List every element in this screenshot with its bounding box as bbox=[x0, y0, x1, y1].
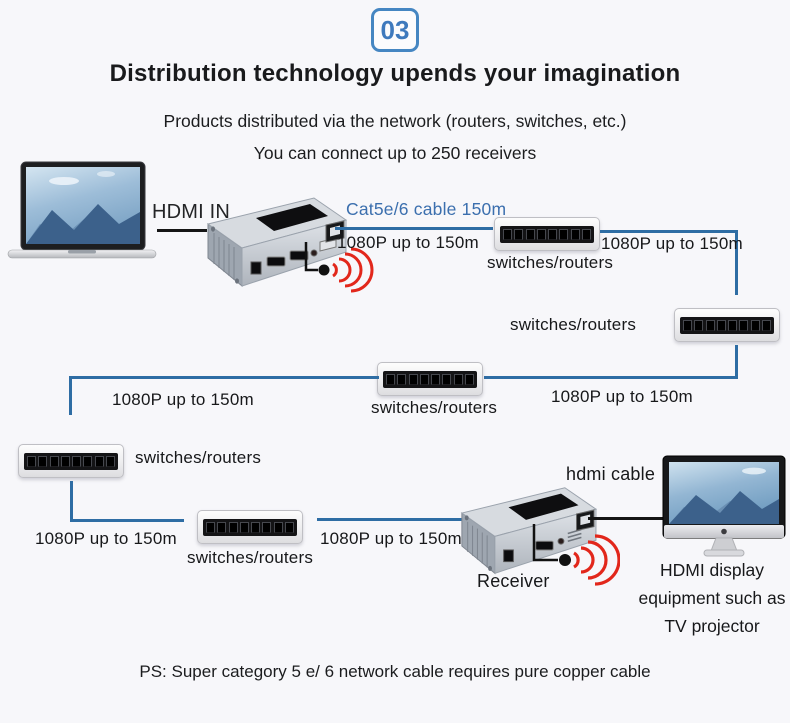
subtitle-line-2: You can connect up to 250 receivers bbox=[253, 143, 537, 163]
cable-switch3-to-switch4-vertical bbox=[69, 376, 72, 415]
switch-label-1: switches/routers bbox=[487, 253, 614, 272]
switch-label-3: switches/routers bbox=[371, 398, 498, 417]
display-caption-line-2: equipment such as bbox=[638, 588, 786, 608]
subtitle-line-1: Products distributed via the network (ro… bbox=[163, 111, 627, 131]
distance-label-4: 1080P up to 150m bbox=[112, 390, 254, 409]
cable-transmitter-to-switch1 bbox=[335, 227, 493, 230]
receiver-to-display-cable bbox=[588, 517, 668, 520]
network-switch-3 bbox=[377, 362, 483, 396]
switch-port-strip bbox=[500, 226, 594, 243]
laptop-image bbox=[7, 161, 157, 259]
switch-port-strip bbox=[24, 453, 118, 470]
hdmi-in-label: HDMI IN bbox=[152, 201, 231, 223]
switch-port-strip bbox=[680, 317, 774, 334]
hdmi-cable-label: hdmi cable bbox=[566, 464, 656, 484]
cable-switch1-to-switch2-horizontal bbox=[600, 230, 738, 233]
network-switch-5 bbox=[197, 510, 303, 544]
receiver-device bbox=[460, 487, 598, 575]
hdmi-display-image bbox=[662, 455, 786, 557]
receiver-ir-signal-icon bbox=[532, 524, 620, 586]
display-caption: HDMI display equipment such as TV projec… bbox=[628, 556, 790, 640]
cable-switch4-to-switch5-horizontal bbox=[70, 519, 184, 522]
display-caption-line-3: TV projector bbox=[664, 616, 760, 636]
display-caption-line-1: HDMI display bbox=[659, 560, 765, 580]
switch-port-strip bbox=[203, 519, 297, 536]
cable-switch2-to-switch3-vertical bbox=[735, 345, 738, 379]
switch-label-5: switches/routers bbox=[187, 548, 314, 567]
distance-label-3: 1080P up to 150m bbox=[551, 387, 693, 406]
network-switch-1 bbox=[494, 217, 600, 251]
network-switch-4 bbox=[18, 444, 124, 478]
section-number-badge: 03 bbox=[371, 8, 419, 52]
distance-label-6: 1080P up to 150m bbox=[320, 529, 462, 548]
distance-label-2: 1080P up to 150m bbox=[601, 234, 743, 253]
page-title: Distribution technology upends your imag… bbox=[109, 60, 681, 87]
distance-label-1: 1080P up to 150m bbox=[337, 233, 479, 252]
cat5-cable-label: Cat5e/6 cable 150m bbox=[346, 199, 507, 219]
cable-switch4-to-switch5-vertical bbox=[70, 481, 73, 522]
cable-switch2-to-switch3-horizontal bbox=[484, 376, 738, 379]
switch-label-4: switches/routers bbox=[135, 448, 262, 467]
switch-port-strip bbox=[383, 371, 477, 388]
transmitter-device bbox=[206, 197, 348, 288]
cable-switch5-to-receiver bbox=[317, 518, 463, 521]
cable-switch1-to-switch2-vertical bbox=[735, 230, 738, 295]
laptop-to-transmitter-cable bbox=[157, 229, 207, 232]
transmitter-ir-signal-icon bbox=[304, 242, 374, 293]
switch-label-2: switches/routers bbox=[510, 315, 637, 334]
distance-label-5: 1080P up to 150m bbox=[35, 529, 177, 548]
network-switch-2 bbox=[674, 308, 780, 342]
footnote: PS: Super category 5 e/ 6 network cable … bbox=[139, 662, 651, 681]
receiver-label: Receiver bbox=[477, 571, 550, 591]
cable-switch3-to-switch4-horizontal bbox=[69, 376, 379, 379]
